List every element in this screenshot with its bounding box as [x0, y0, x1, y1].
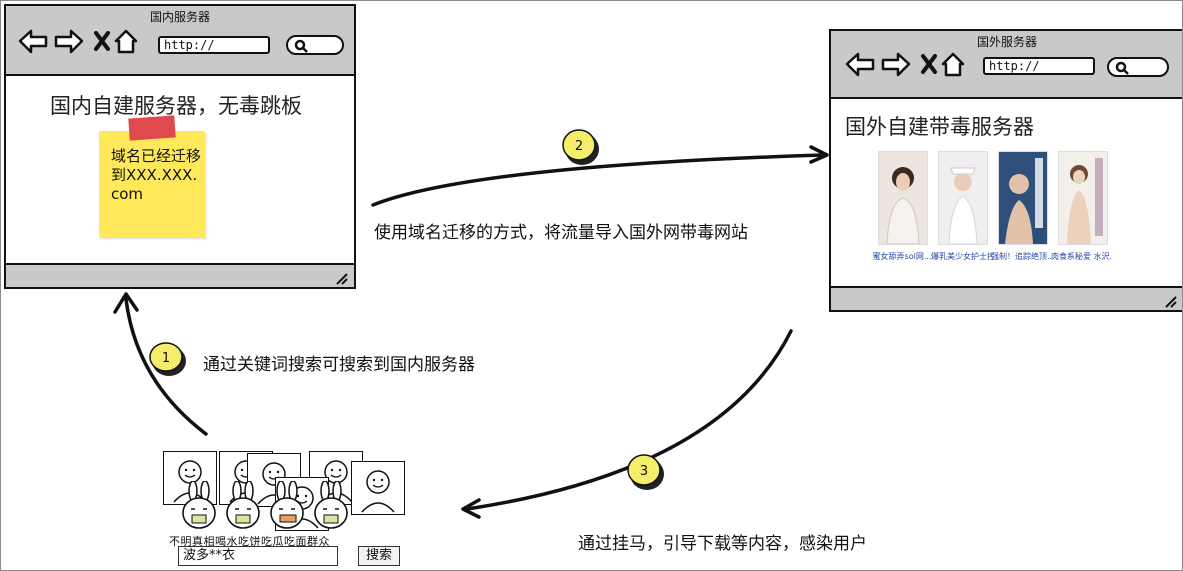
- foreign-url-field[interactable]: http://: [983, 57, 1095, 75]
- close-icon[interactable]: [921, 54, 937, 74]
- arrow-step-1: [113, 292, 208, 436]
- video-cover-image: [1059, 152, 1107, 244]
- domestic-nav-icons: [18, 29, 138, 54]
- step-number-1: 1: [162, 351, 170, 366]
- step-number-3: 3: [640, 464, 648, 479]
- step-number-2: 2: [575, 139, 583, 154]
- domestic-search-field[interactable]: [286, 35, 344, 55]
- step-1-label: 通过关键词搜索可搜索到国内服务器: [203, 355, 475, 375]
- video-cover-image: [999, 152, 1047, 244]
- rabbit-icon: [270, 481, 304, 529]
- home-icon[interactable]: [114, 29, 138, 54]
- step-3-label: 通过挂马，引导下载等内容，感染用户: [578, 534, 867, 554]
- step-coin-3: 3: [627, 454, 664, 490]
- forward-arrow-icon[interactable]: [54, 29, 84, 54]
- domestic-url-field[interactable]: http://: [158, 36, 270, 54]
- forward-arrow-icon[interactable]: [881, 52, 911, 77]
- close-icon[interactable]: [94, 31, 110, 51]
- video-cover-image: [879, 152, 927, 245]
- thumbnail-caption-3[interactable]: 强制！追踪绝顶...: [991, 252, 1053, 261]
- back-arrow-icon[interactable]: [845, 52, 875, 77]
- sticky-note: [99, 131, 205, 237]
- user-face-5: [351, 461, 405, 515]
- domestic-browser-footer: [6, 263, 354, 287]
- home-icon[interactable]: [941, 52, 965, 77]
- rabbit-icon: [182, 481, 216, 529]
- crowd-search-input[interactable]: 波多**衣: [178, 546, 338, 566]
- foreign-search-field[interactable]: [1107, 57, 1169, 77]
- crowd-group: [163, 451, 407, 569]
- thumbnail-2[interactable]: [938, 151, 988, 245]
- arrow-step-3: [461, 329, 793, 519]
- domestic-browser-toolbar: 国内服务器 http://: [6, 6, 354, 76]
- thumbnail-4[interactable]: [1058, 151, 1108, 245]
- arrow-step-2: [371, 145, 829, 207]
- resize-grip-icon[interactable]: [1163, 294, 1177, 308]
- thumbnail-3[interactable]: [998, 151, 1048, 245]
- sticky-note-text: 域名已经迁移到XXX.XXX.com: [111, 147, 202, 203]
- search-icon: [294, 39, 308, 53]
- foreign-window-title: 国外服务器: [976, 35, 1037, 49]
- domestic-window-title: 国内服务器: [149, 10, 210, 24]
- thumbnail-caption-4[interactable]: 肉食系秘爱 水沢...: [1051, 252, 1113, 261]
- foreign-browser-footer: [831, 286, 1182, 310]
- resize-grip-icon[interactable]: [334, 271, 348, 285]
- step-coin-2: 2: [562, 129, 599, 165]
- thumbnail-1[interactable]: [878, 151, 928, 245]
- foreign-browser-toolbar: 国外服务器 http://: [831, 31, 1182, 99]
- domestic-heading: 国内自建服务器，无毒跳板: [50, 94, 302, 118]
- search-icon: [1115, 61, 1129, 75]
- domestic-browser-window: 国内服务器 http:// 国内自建服务器，无毒跳板: [4, 4, 356, 289]
- smiley-face-icon: [361, 470, 395, 513]
- thumbnail-caption-1[interactable]: 蜜女舔弄sol网...: [872, 252, 932, 261]
- thumbnail-caption-2[interactable]: 爆乳美少女护士控...: [931, 252, 993, 261]
- foreign-heading: 国外自建带毒服务器: [845, 115, 1034, 139]
- crowd-search-button[interactable]: 搜索: [358, 546, 400, 566]
- rabbit-emoticons: [182, 481, 348, 529]
- crowd-caption: 不明真相喝水吃饼吃瓜吃面群众: [169, 535, 330, 548]
- rabbit-icon: [226, 481, 260, 529]
- foreign-nav-icons: [845, 52, 965, 77]
- back-arrow-icon[interactable]: [18, 29, 48, 54]
- step-coin-1: 1: [149, 342, 186, 376]
- step-2-label: 使用域名迁移的方式，将流量导入国外网带毒网站: [374, 223, 748, 243]
- video-cover-image: [939, 152, 987, 245]
- rabbit-icon: [314, 481, 348, 529]
